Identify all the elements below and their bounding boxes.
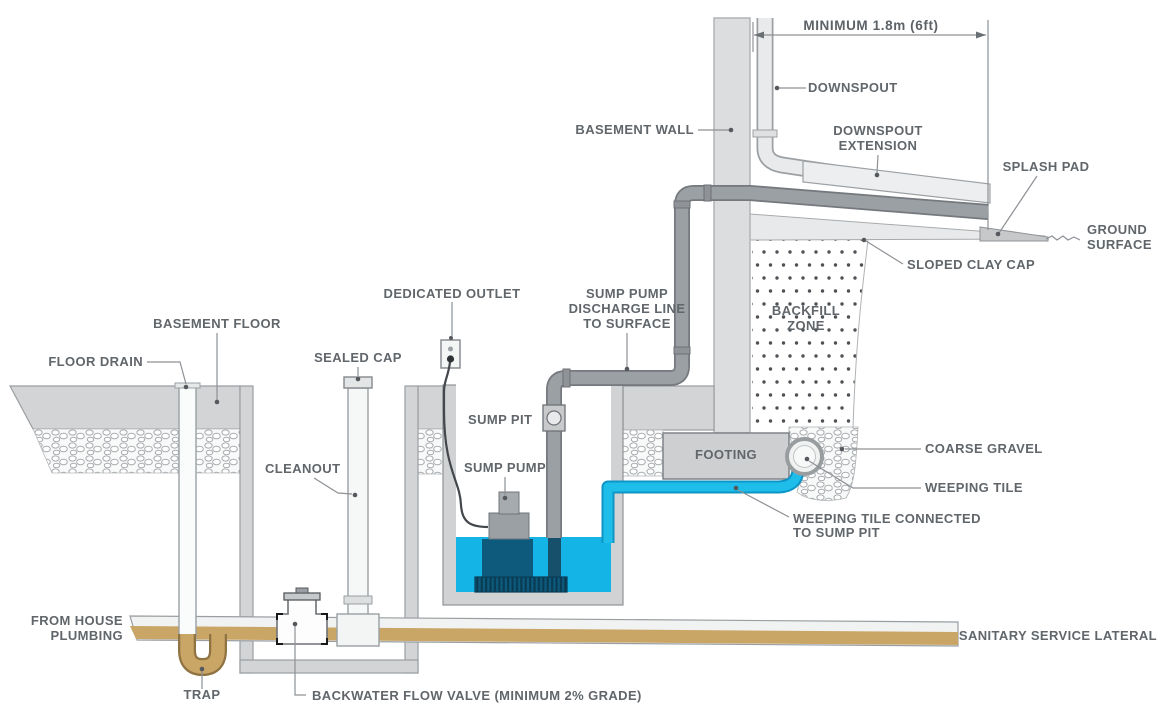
label-from-house-plumbing-1: FROM HOUSE [31,613,123,628]
downspout-coupling [752,129,778,138]
splash-pad [979,226,1049,242]
check-valve [542,404,566,432]
label-from-house-plumbing-2: PLUMBING [50,628,123,643]
label-sump-pump: SUMP PUMP [464,460,546,475]
label-dedicated-outlet: DEDICATED OUTLET [384,286,521,301]
label-trap: TRAP [184,687,221,702]
label-sanitary-service-lateral: SANITARY SERVICE LATERAL [959,628,1157,643]
label-sealed-cap: SEALED CAP [314,350,402,365]
label-downspout-extension-1: DOWNSPOUT [833,123,923,138]
label-weeping-tile: WEEPING TILE [925,480,1023,495]
leaders [147,85,1038,696]
weeping-tile [785,437,824,476]
label-discharge-line-3: TO SURFACE [583,316,671,331]
label-weeping-tile-connected-1: WEEPING TILE CONNECTED [793,511,981,526]
label-floor-drain: FLOOR DRAIN [48,354,143,369]
label-downspout: DOWNSPOUT [808,80,898,95]
sanitary-service-lateral [129,615,959,647]
label-cleanout: CLEANOUT [265,461,340,476]
sump-pump-discharge-line [542,184,989,538]
label-splash-pad: SPLASH PAD [1003,159,1090,174]
label-sump-pit: SUMP PIT [468,412,532,427]
dimension-minimum-distance: MINIMUM 1.8m (6ft) [752,18,989,230]
power-cord [442,361,489,529]
cleanout-pipe [336,376,380,647]
downspout [752,18,837,182]
label-coarse-gravel: COARSE GRAVEL [925,441,1043,456]
label-discharge-line-1: SUMP PUMP [586,286,668,301]
floor-drain-pipe [174,382,201,639]
label-minimum-dimension: MINIMUM 1.8m (6ft) [803,18,938,33]
footing: FOOTING [662,432,790,480]
label-basement-floor: BASEMENT FLOOR [153,316,281,331]
label-weeping-tile-connected-2: TO SUMP PIT [793,525,880,540]
backwater-valve-chamber [239,385,419,674]
label-sloped-clay-cap: SLOPED CLAY CAP [907,257,1035,272]
label-ground-surface-1: GROUND [1087,222,1147,237]
discharge-pipe-underwater [548,537,561,578]
label-downspout-extension-2: EXTENSION [839,138,918,153]
label-backwater-flow-valve: BACKWATER FLOW VALVE (MINIMUM 2% GRADE) [312,688,642,703]
backfill-zone [752,239,869,428]
label-discharge-line-2: DISCHARGE LINE [569,301,686,316]
backwater-flow-valve [276,587,328,645]
ground-surface-squiggle [1045,235,1081,241]
label-footing: FOOTING [695,447,757,462]
label-backfill-zone-1: BACKFILL [772,303,840,318]
label-ground-surface-2: SURFACE [1087,237,1152,252]
label-basement-wall: BASEMENT WALL [575,122,694,137]
label-backfill-zone-2: ZONE [787,318,825,333]
dedicated-outlet [440,339,461,369]
sump-pump [474,491,568,593]
downspout-extension [802,160,991,204]
basement-wall [713,17,751,434]
